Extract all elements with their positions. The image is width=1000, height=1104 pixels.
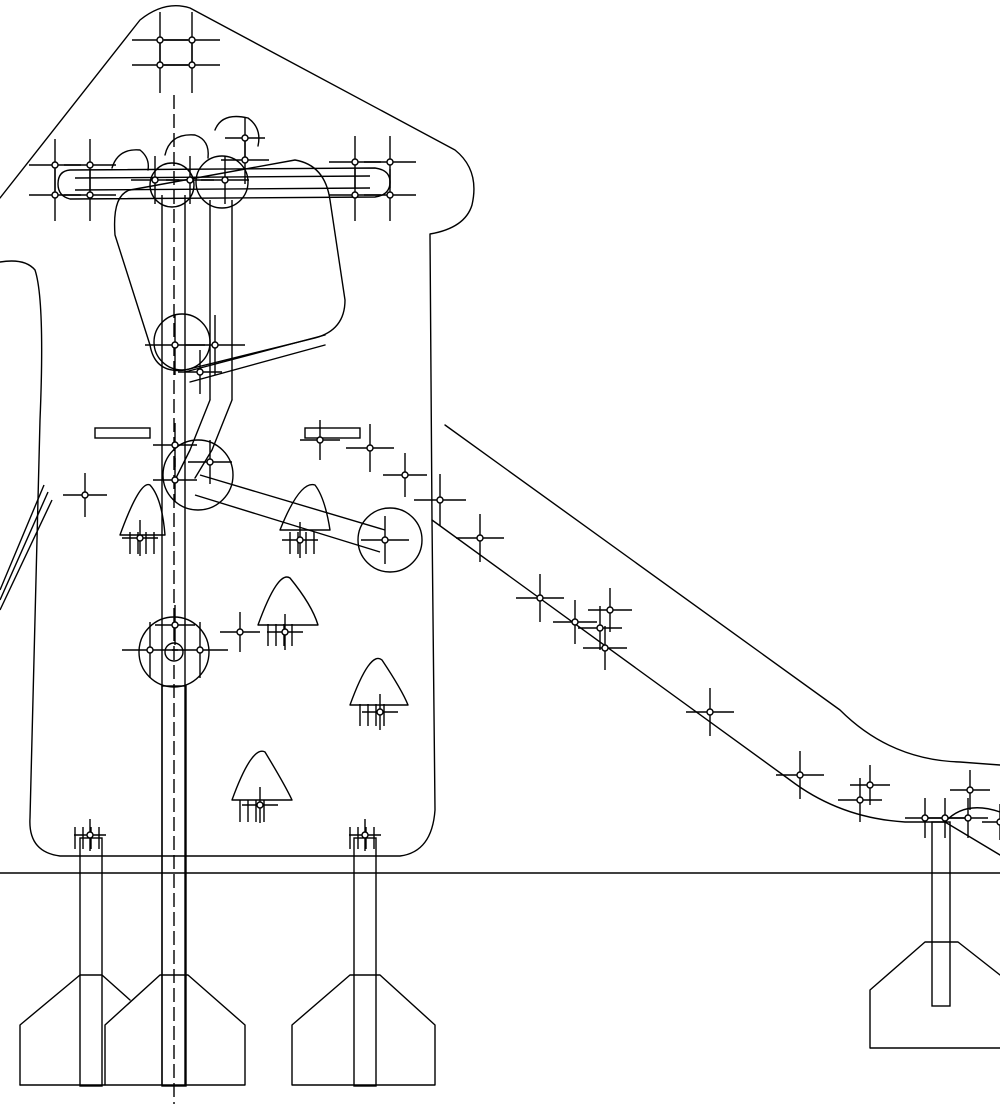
window-ledge-rail [184,334,326,383]
bolt-point-35 [706,708,714,716]
bolt-point-54 [256,801,264,809]
slide-exit-curve [944,807,1000,823]
bolt-point-39 [921,814,929,822]
bolt-point-41 [964,814,972,822]
top-handrail-inner [74,175,371,179]
side-handle-left [94,427,151,439]
bolt-point-23 [171,476,179,484]
foundation-post-left [79,837,103,1087]
bolt-point-36 [796,771,804,779]
bolt-point-15 [241,156,249,164]
bolt-point-37 [856,796,864,804]
bolt-point-19 [196,368,204,376]
left-edge-double-line [0,499,53,611]
footing-left [19,974,131,1086]
bolt-point-43 [996,818,1000,826]
bolt-point-14 [221,176,229,184]
left-edge-double-line-b [0,491,49,601]
bolt-point-9 [386,158,394,166]
bolt-point-22 [206,458,214,466]
bolt-point-11 [386,191,394,199]
foundation-post-right [353,837,377,1087]
climbing-hold-4 [349,657,409,706]
bolt-point-48 [86,831,94,839]
bolt-point-28 [381,536,389,544]
bolt-point-29 [476,534,484,542]
bolt-point-6 [51,191,59,199]
bolt-point-32 [596,624,604,632]
footing-right [291,974,436,1086]
joint-circle-lower [162,439,234,511]
bolt-point-8 [351,158,359,166]
bolt-point-47 [236,628,244,636]
bolt-point-46 [171,621,179,629]
bolt-point-7 [86,191,94,199]
climbing-hold-5 [231,750,293,801]
bolt-point-53 [376,708,384,716]
joint-circle-top-right [195,155,249,209]
bolt-point-27 [436,496,444,504]
bolt-point-34 [601,644,609,652]
bolt-point-21 [171,441,179,449]
bolt-point-38 [866,781,874,789]
top-handrail-bar [57,167,391,200]
footing-center [104,974,246,1086]
secondary-pole-bend [174,399,211,481]
bolt-point-24 [316,436,324,444]
climbing-hold-3 [257,576,319,626]
left-edge-double-line-c [0,484,45,591]
bolt-point-5 [86,161,94,169]
bolt-point-31 [571,618,579,626]
bolt-point-25 [366,444,374,452]
climbing-hold-1 [119,483,166,536]
bolt-point-1 [188,36,196,44]
bolt-point-13 [186,176,194,184]
bolt-point-42 [966,786,974,794]
bolt-point-17 [171,341,179,349]
slide-lower-rail [431,519,1000,856]
top-grab-handle-center [164,134,209,159]
foundation-post-center [161,685,187,1087]
side-handle-right [304,427,361,439]
bolt-point-20 [81,491,89,499]
bolt-point-12 [151,176,159,184]
bolt-point-33 [606,606,614,614]
foundation-post-slide [931,821,951,1007]
footing-slide [869,941,1000,1049]
top-grab-handle-right [214,115,260,147]
bolt-point-2 [156,61,164,69]
bolt-point-3 [188,61,196,69]
joint-circle-mid [153,313,211,371]
diagonal-pipe-bottom [194,494,381,553]
bolt-point-51 [296,536,304,544]
tower-panel-outline [0,5,475,857]
bolt-point-44 [146,646,154,654]
bolt-point-49 [361,831,369,839]
bolt-point-30 [536,594,544,602]
climbing-hold-2 [279,483,331,531]
bolt-point-40 [941,814,949,822]
bolt-point-16 [241,134,249,142]
bolt-point-18 [211,341,219,349]
secondary-pole-bend-b [194,399,233,479]
joint-circle-base-inner [164,642,184,662]
joint-circle-base [138,616,210,688]
bolt-point-50 [136,534,144,542]
bolt-point-4 [51,161,59,169]
slide-upper-rail [444,424,1000,766]
bolt-point-45 [196,646,204,654]
bolt-point-26 [401,471,409,479]
top-handrail-inner-b [74,187,371,191]
joint-circle-right [357,507,423,573]
top-grab-handle-left [111,149,150,171]
bolt-point-markers [51,36,1000,839]
joint-circle-top-left [149,162,195,208]
bolt-point-0 [156,36,164,44]
bolt-point-52 [281,628,289,636]
bolt-point-10 [351,191,359,199]
